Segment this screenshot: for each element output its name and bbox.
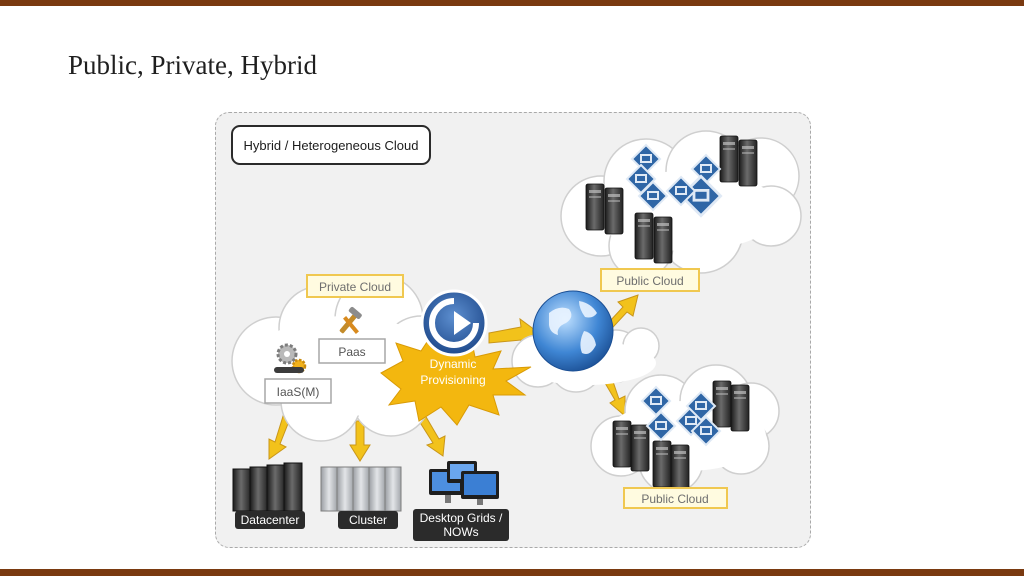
provisioning-arrow-icon (420, 289, 488, 357)
desktop-grids-line2: NOWs (443, 525, 478, 539)
cluster-resource: Cluster (320, 466, 402, 529)
desktop-grids-line1: Desktop Grids / (420, 511, 503, 525)
hybrid-cloud-diagram: Hybrid / Heterogeneous Cloud Private Clo… (215, 112, 811, 548)
datacenter-label: Datacenter (241, 513, 300, 527)
dynamic-provisioning-burst: Dynamic Provisioning (380, 332, 532, 426)
private-cloud-text: Private Cloud (319, 280, 391, 294)
iaas-box: IaaS(M) (264, 378, 332, 404)
paas-text: Paas (338, 345, 365, 359)
public-cloud-bottom-text: Public Cloud (641, 492, 708, 506)
public-cloud-top-label: Public Cloud (600, 268, 700, 292)
public-cloud-top-text: Public Cloud (616, 274, 683, 288)
iaas-text: IaaS(M) (277, 385, 320, 399)
globe-icon (532, 290, 614, 372)
public-cloud-bottom-label: Public Cloud (623, 487, 728, 509)
title-box-text: Hybrid / Heterogeneous Cloud (244, 138, 419, 153)
title-box: Hybrid / Heterogeneous Cloud (231, 125, 431, 165)
desktop-grids-resource: Desktop Grids / NOWs (413, 509, 509, 541)
slide-title: Public, Private, Hybrid (68, 50, 317, 80)
tools-icon (339, 306, 362, 334)
datacenter-resource: Datacenter (232, 462, 305, 529)
gear-icon (274, 343, 307, 374)
top-accent-bar (0, 0, 1024, 6)
provisioning-line1: Dynamic (430, 357, 477, 371)
private-cloud-label: Private Cloud (306, 274, 404, 298)
cluster-label: Cluster (349, 513, 387, 527)
paas-box: Paas (318, 338, 386, 364)
provisioning-line2: Provisioning (420, 373, 485, 387)
bottom-accent-bar (0, 569, 1024, 576)
desktop-monitor-icon (429, 461, 499, 505)
